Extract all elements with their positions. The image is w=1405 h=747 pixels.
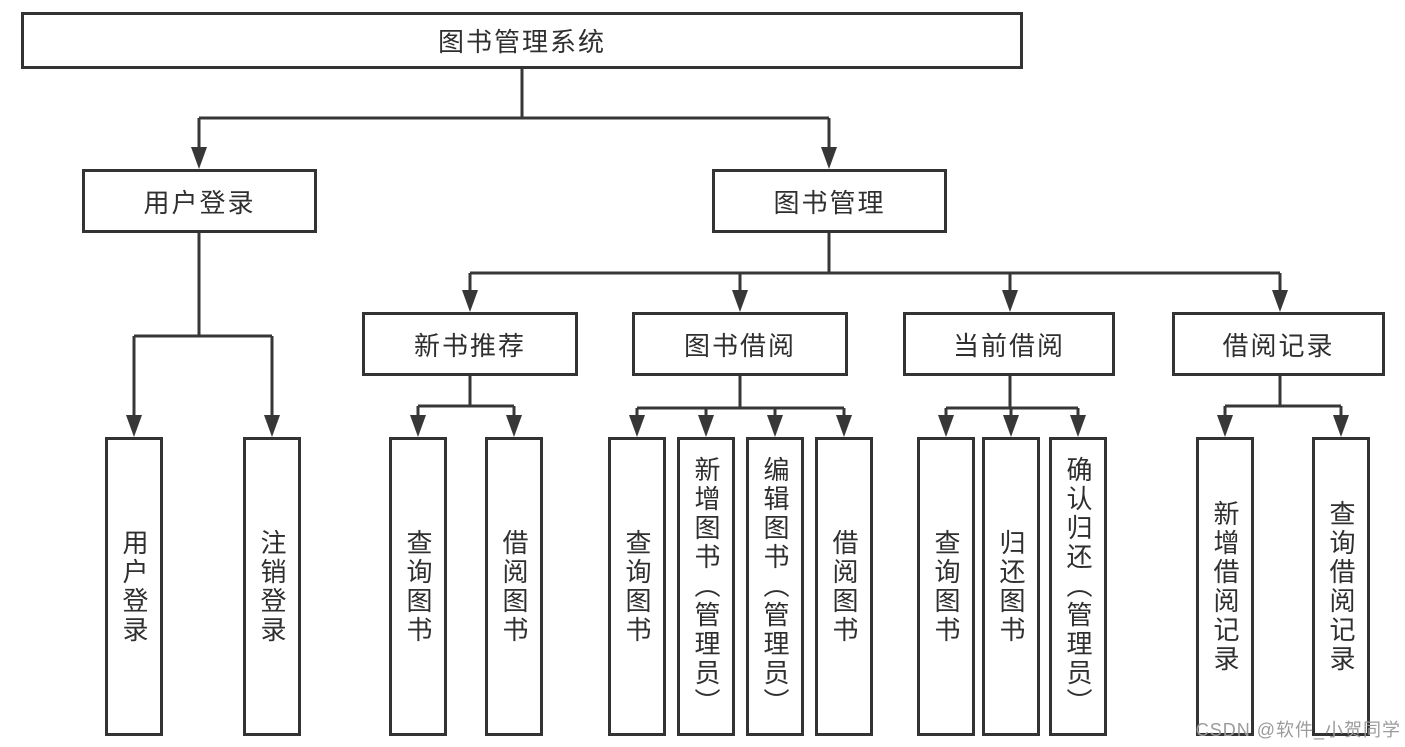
leaf-user-login: 用户登录 bbox=[105, 437, 163, 736]
leaf-borrow-book: 借阅图书 bbox=[815, 437, 873, 736]
node-current-borrow: 当前借阅 bbox=[903, 312, 1115, 376]
leaf-edit-book-admin: 编辑图书（管理员） bbox=[746, 437, 804, 736]
leaf-query-borrow-record: 查询借阅记录 bbox=[1312, 437, 1370, 736]
leaf-add-book-admin: 新增图书（管理员） bbox=[677, 437, 735, 736]
leaf-logout: 注销登录 bbox=[243, 437, 301, 736]
node-new-book-recommend: 新书推荐 bbox=[362, 312, 578, 376]
leaf-confirm-return-admin: 确认归还（管理员） bbox=[1049, 437, 1107, 736]
node-book-management: 图书管理 bbox=[712, 169, 947, 233]
node-book-borrow: 图书借阅 bbox=[632, 312, 848, 376]
leaf-return-book: 归还图书 bbox=[982, 437, 1040, 736]
node-root-library-management-system: 图书管理系统 bbox=[21, 12, 1023, 69]
leaf-query-book-recommend: 查询图书 bbox=[389, 437, 447, 736]
node-user-login: 用户登录 bbox=[82, 169, 317, 233]
leaf-borrow-book-recommend: 借阅图书 bbox=[485, 437, 543, 736]
node-borrow-records: 借阅记录 bbox=[1172, 312, 1385, 376]
csdn-watermark: CSDN @软件_小贺同学 bbox=[1195, 720, 1401, 740]
leaf-query-book-current: 查询图书 bbox=[917, 437, 975, 736]
leaf-add-borrow-record: 新增借阅记录 bbox=[1196, 437, 1254, 736]
leaf-query-book-borrow: 查询图书 bbox=[608, 437, 666, 736]
